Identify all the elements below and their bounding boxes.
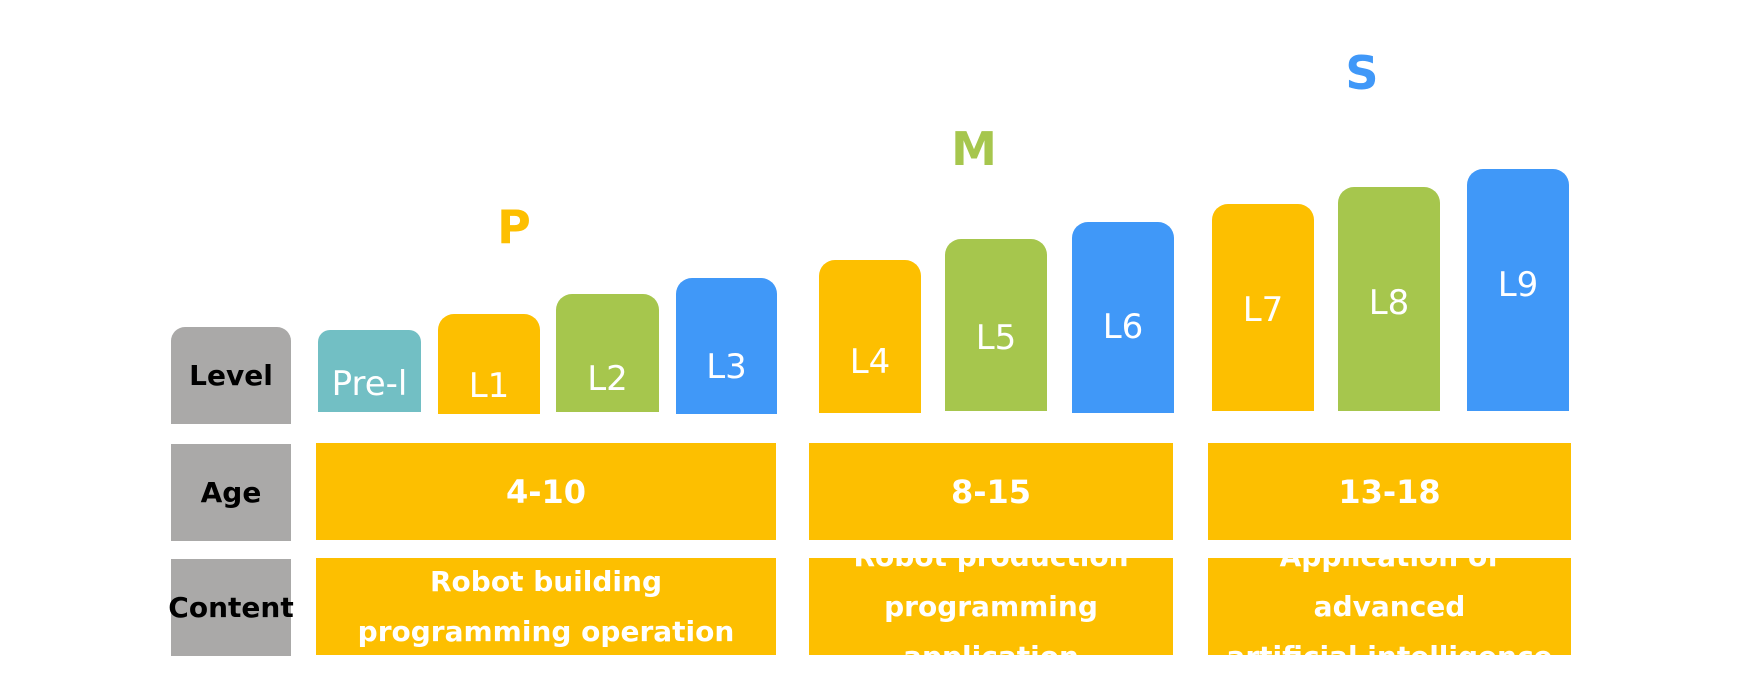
- content-line: programming application: [884, 589, 1098, 673]
- stage-p-label: P: [497, 200, 531, 254]
- level-bar-l4: L4: [819, 260, 921, 413]
- level-bar-label: Pre-l: [331, 364, 408, 404]
- level-bar-label: L3: [706, 347, 747, 387]
- content-band-m: Robot production programming application: [809, 540, 1173, 673]
- level-bar-l7: L7: [1212, 204, 1314, 411]
- row-label-age: Age: [171, 444, 291, 541]
- age-band-m: 8-15: [809, 443, 1173, 540]
- level-bar-label: L9: [1497, 265, 1539, 305]
- age-band-p: 4-10: [316, 443, 776, 540]
- stage-m-label: M: [951, 122, 997, 176]
- content-band-p: Robot building programming operation: [316, 558, 776, 655]
- level-bar-l2: L2: [556, 294, 659, 412]
- content-line: programming operation: [357, 614, 735, 648]
- content-band-s: Application of advanced artificial intel…: [1208, 540, 1571, 673]
- level-bar-label: L8: [1368, 283, 1410, 323]
- level-bar-label: L7: [1242, 290, 1284, 330]
- content-line: artificial intelligence: [1226, 639, 1553, 673]
- row-label-level: Level: [171, 327, 291, 424]
- level-bar-label: L6: [1102, 307, 1144, 347]
- level-bar-l6: L6: [1072, 222, 1174, 413]
- level-bar-pre-l: Pre-l: [318, 330, 421, 412]
- content-line: Application of advanced: [1279, 539, 1500, 623]
- level-bar-label: L1: [468, 366, 510, 406]
- content-line: Robot production: [853, 539, 1129, 573]
- level-bar-label: L2: [587, 359, 628, 399]
- level-bar-l3: L3: [676, 278, 777, 414]
- row-label-content: Content: [168, 559, 294, 656]
- level-bar-label: L5: [975, 318, 1017, 358]
- level-bar-label: L4: [849, 342, 891, 382]
- level-bar-l9: L9: [1467, 169, 1569, 411]
- stage-s-label: S: [1345, 46, 1379, 100]
- level-bar-l1: L1: [438, 314, 540, 414]
- level-bar-l5: L5: [945, 239, 1047, 411]
- content-line: Robot building: [430, 564, 662, 598]
- age-band-s: 13-18: [1208, 443, 1571, 540]
- level-bar-l8: L8: [1338, 187, 1440, 411]
